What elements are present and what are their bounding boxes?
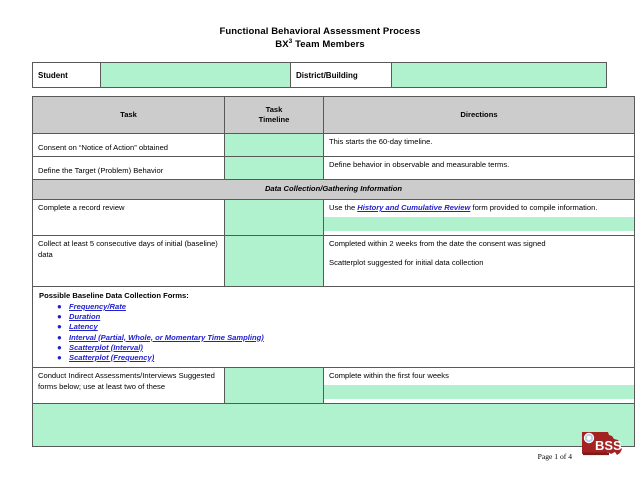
student-district-row: Student District/Building [32, 62, 607, 88]
bullet-icon: ● [57, 342, 62, 352]
directions-record-review: Use the History and Cumulative Review fo… [323, 199, 635, 236]
directions-indirect-text: Complete within the first four weeks [324, 368, 634, 385]
page-number: Page 1 of 4 [537, 452, 572, 461]
directions-record-review-fill[interactable] [324, 216, 634, 231]
task-indirect-line2: Suggested forms below; use at least two … [38, 371, 215, 391]
list-item: ● Latency [57, 322, 630, 332]
task-conduct-indirect-assessments: Conduct Indirect Assessments/Interviews … [32, 367, 225, 405]
directions-define-behavior: Define behavior in observable and measur… [323, 156, 635, 180]
directions-suffix: form provided to compile information. [470, 203, 598, 212]
forms-block-title: Possible Baseline Data Collection Forms: [39, 291, 189, 300]
blank-green-entry-row[interactable] [32, 403, 635, 448]
timeline-field-baseline-data[interactable] [224, 235, 324, 287]
task-baseline-line1: Collect at least 5 consecutive days of i… [38, 239, 183, 248]
student-label: Student [32, 62, 101, 88]
table-row: Define the Target (Problem) Behavior Def… [32, 156, 635, 180]
task-complete-record-review: Complete a record review [32, 199, 225, 236]
directions-baseline-line2: Scatterplot suggested for initial data c… [329, 257, 484, 267]
bullet-icon: ● [57, 302, 62, 311]
table-row: Consent on “Notice of Action” obtained T… [32, 133, 635, 157]
timeline-field-consent[interactable] [224, 133, 324, 157]
list-item: ● Scatterplot (Frequency) [57, 353, 630, 363]
directions-record-review-text: Use the History and Cumulative Review fo… [324, 200, 634, 217]
link-scatterplot-interval[interactable]: Scatterplot (Interval) [69, 342, 143, 352]
table-row: Conduct Indirect Assessments/Interviews … [32, 367, 635, 405]
list-item: ● Scatterplot (Interval) [57, 342, 630, 353]
bullet-icon: ● [57, 332, 62, 342]
title-line-1: Functional Behavioral Assessment Process [219, 26, 421, 37]
task-table: Task Task Timeline Directions Consent on… [32, 96, 635, 448]
title-superscript: 3 [288, 37, 293, 45]
table-row: Collect at least 5 consecutive days of i… [32, 235, 635, 287]
timeline-field-record-review[interactable] [224, 199, 324, 236]
page-title: Functional Behavioral Assessment Process… [0, 26, 640, 51]
column-header-task: Task [32, 96, 225, 134]
task-indirect-line3: these [146, 381, 166, 391]
page-footer: Page 1 of 4 BSS [0, 432, 640, 492]
student-district-table: Student District/Building [32, 62, 607, 88]
task-define-target-behavior: Define the Target (Problem) Behavior [32, 156, 225, 180]
forms-list: ● Frequency/Rate ● Duration ● Latency ● Inte… [39, 302, 630, 363]
task-indirect-line1: Conduct Indirect Assessments/Interviews [38, 371, 177, 381]
forms-block-row: Possible Baseline Data Collection Forms:… [32, 285, 635, 369]
section-header-row: Data Collection/Gathering Information [32, 179, 635, 200]
district-input-field[interactable] [391, 62, 607, 88]
timeline-header-line1: Task [265, 104, 283, 114]
directions-indirect-fill[interactable] [324, 384, 634, 399]
title-line-2-main: BX [275, 38, 289, 50]
directions-consent: This starts the 60-day timeline. [323, 133, 635, 157]
link-scatterplot-frequency[interactable]: Scatterplot (Frequency) [69, 353, 155, 363]
column-header-task-timeline: Task Timeline [224, 96, 324, 134]
link-latency[interactable]: Latency [69, 322, 98, 332]
section-header-data-collection: Data Collection/Gathering Information [32, 179, 635, 200]
timeline-field-define-behavior[interactable] [224, 156, 324, 180]
bullet-icon: ● [57, 353, 62, 363]
directions-baseline-line1: Completed within 2 weeks from the date t… [329, 239, 546, 248]
table-row: Complete a record review Use the History… [32, 199, 635, 236]
missouri-bss-logo-icon: BSS [578, 428, 626, 464]
bullet-icon: ● [57, 312, 62, 322]
district-label: District/Building [290, 62, 392, 88]
link-interval[interactable]: Interval (Partial, Whole, or Momentary T… [69, 332, 264, 342]
timeline-header-line2: Timeline [258, 115, 290, 124]
directions-indirect-assessments: Complete within the first four weeks [323, 367, 635, 405]
directions-prefix: Use the [329, 203, 358, 212]
title-line-2: BX3 Team Members [0, 37, 640, 52]
timeline-field-indirect-assessments[interactable] [224, 367, 324, 405]
title-line-2-rest: Team Members [292, 38, 365, 50]
task-consent-notice-of-action: Consent on “Notice of Action” obtained [32, 133, 225, 157]
table-header-row: Task Task Timeline Directions [32, 96, 635, 134]
table-row [32, 403, 635, 448]
list-item: ● Interval (Partial, Whole, or Momentary … [57, 332, 630, 343]
task-baseline-line2: (baseline) data [38, 239, 218, 259]
svg-text:BSS: BSS [595, 438, 622, 453]
bullet-icon: ● [57, 322, 62, 332]
list-item: ● Frequency/Rate [57, 302, 630, 312]
link-frequency-rate[interactable]: Frequency/Rate [69, 302, 126, 311]
possible-baseline-forms-block: Possible Baseline Data Collection Forms:… [32, 285, 635, 369]
task-collect-baseline-data: Collect at least 5 consecutive days of i… [32, 235, 225, 287]
student-input-field[interactable] [100, 62, 291, 88]
link-history-and-cumulative-review[interactable]: History and Cumulative Review [357, 203, 471, 212]
list-item: ● Duration [57, 312, 630, 322]
directions-baseline-data: Completed within 2 weeks from the date t… [323, 235, 635, 287]
column-header-directions: Directions [323, 96, 635, 134]
link-duration[interactable]: Duration [69, 312, 101, 322]
